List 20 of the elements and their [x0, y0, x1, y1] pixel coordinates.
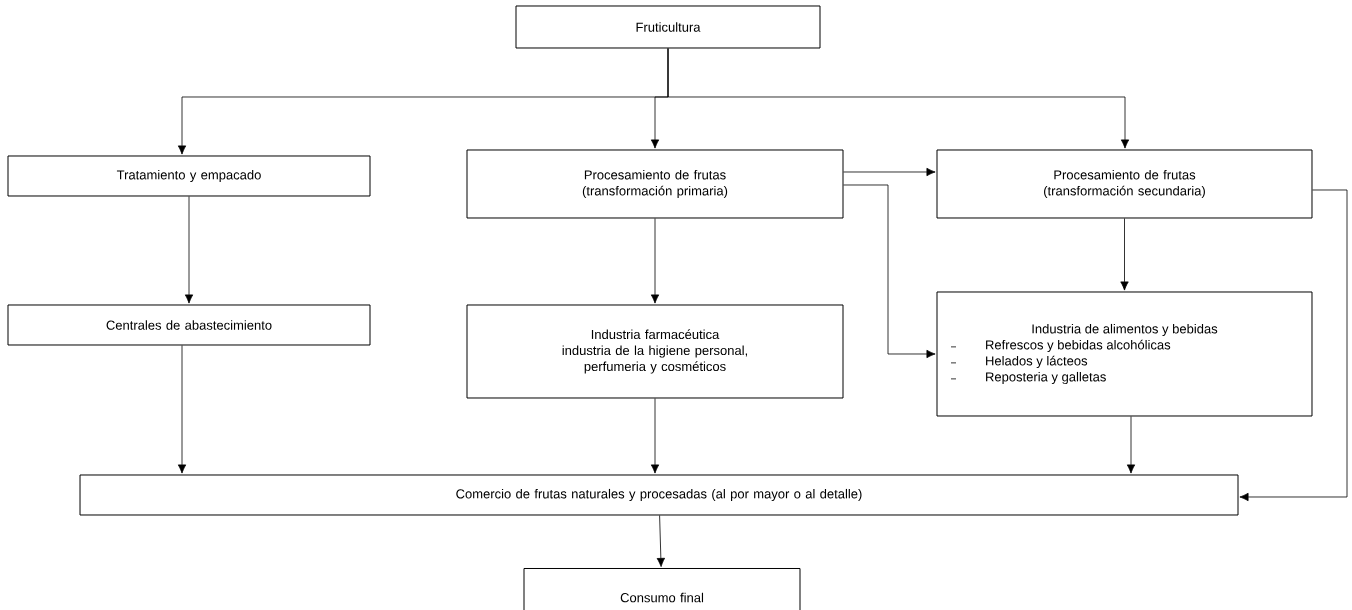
arrow [843, 184, 936, 359]
process-box: Centrales de abastecimiento [7, 304, 371, 346]
process-box: Industria farmacéutica industria de la higiene personal, perfumeria y cosméticos [466, 304, 844, 399]
arrow [177, 345, 187, 474]
arrow [1120, 218, 1129, 291]
process-box: Comercio de frutas naturales y procesadas (al por mayor o al detalle) [79, 474, 1239, 516]
process-box: Procesamiento de frutas (transformación secundaria) [936, 149, 1313, 219]
list-box: Industria de alimentos y bebidas Refrescos y bebidas alcohólicas Helados y lácteos Reposteria y galletas [936, 291, 1313, 417]
arrow [667, 48, 1130, 149]
process-box: Tratamiento y empacado [7, 155, 371, 197]
process-box: Consumo final [523, 568, 801, 610]
process-box: Procesamiento de frutas (transformación primaria) [466, 149, 844, 219]
arrow [650, 398, 660, 474]
process-box: Fruticultura [515, 5, 821, 49]
arrow [1239, 189, 1348, 502]
arrow [1126, 416, 1136, 474]
arrow [656, 515, 665, 567]
arrow [650, 218, 660, 304]
arrow [843, 167, 936, 177]
arrow [184, 196, 194, 304]
